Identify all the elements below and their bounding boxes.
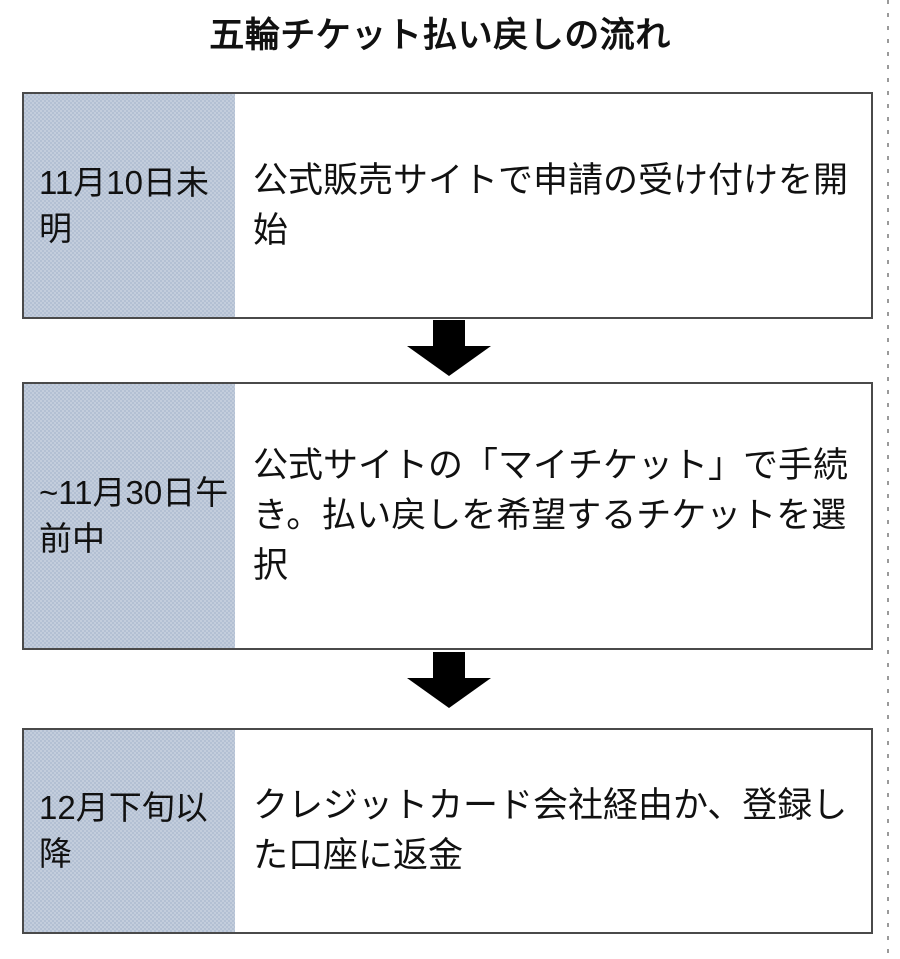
flow-step-box: ~11月30日午前中 公式サイトの「マイチケット」で手続き。払い戻しを希望するチ…: [22, 382, 873, 650]
page-edge-rule: [887, 0, 889, 959]
flow-step-box: 12月下旬以降 クレジットカード会社経由か、登録した口座に返金: [22, 728, 873, 934]
step-body-cell: 公式サイトの「マイチケット」で手続き。払い戻しを希望するチケットを選択: [235, 384, 871, 648]
step-body-cell: 公式販売サイトで申請の受け付けを開始: [235, 94, 871, 317]
step-date-cell: 11月10日未明: [24, 94, 235, 317]
step-body-label: 公式販売サイトで申請の受け付けを開始: [253, 160, 849, 250]
arrow-down-icon: [407, 320, 491, 376]
step-date-cell: ~11月30日午前中: [24, 384, 235, 648]
page-title: 五輪チケット払い戻しの流れ: [209, 16, 671, 55]
step-body-label: クレジットカード会社経由か、登録した口座に返金: [253, 786, 848, 875]
step-body-cell: クレジットカード会社経由か、登録した口座に返金: [235, 730, 871, 932]
arrow-down-icon: [407, 652, 491, 708]
step-date-cell: 12月下旬以降: [24, 730, 235, 932]
step-date-label: 12月下旬以降: [39, 789, 208, 872]
step-date-label: ~11月30日午前中: [39, 474, 229, 557]
flow-step-box: 11月10日未明 公式販売サイトで申請の受け付けを開始: [22, 92, 873, 319]
step-body-label: 公式サイトの「マイチケット」で手続き。払い戻しを希望するチケットを選択: [253, 446, 849, 585]
step-date-label: 11月10日未明: [39, 163, 209, 247]
